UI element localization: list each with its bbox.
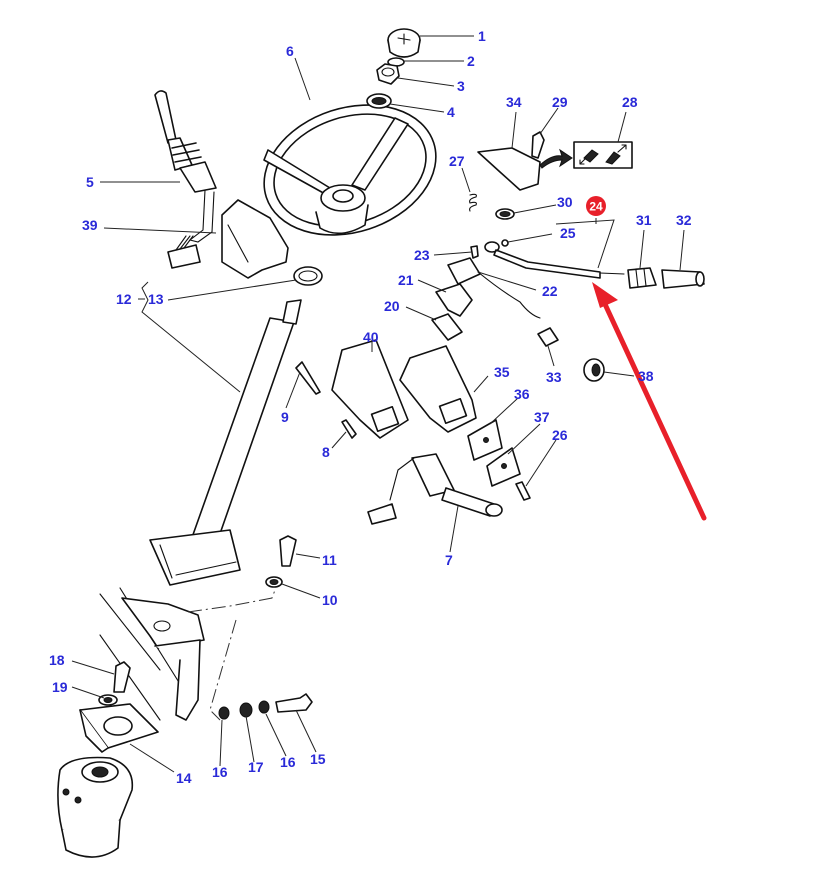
callout-19[interactable]: 19 — [52, 679, 68, 695]
callout-1[interactable]: 1 — [478, 28, 486, 44]
rubber-boot-31[interactable] — [627, 267, 657, 289]
washer-16a[interactable] — [218, 706, 230, 720]
callout-37[interactable]: 37 — [534, 409, 550, 425]
callout-6[interactable]: 6 — [286, 43, 294, 59]
direction-arrow-icon — [539, 148, 573, 169]
callout-15[interactable]: 15 — [310, 751, 326, 767]
washer-19[interactable] — [98, 694, 118, 706]
nut-25[interactable] — [501, 239, 509, 247]
adapter-plate-14[interactable] — [79, 703, 159, 753]
callout-39[interactable]: 39 — [82, 217, 98, 233]
lever-knob-32[interactable] — [661, 269, 705, 289]
mounting-plate-21[interactable] — [435, 283, 473, 317]
callout-32[interactable]: 32 — [676, 212, 692, 228]
washer-30[interactable] — [495, 208, 515, 220]
pin-plate-20[interactable] — [431, 313, 463, 341]
gate-bracket-34[interactable] — [477, 147, 541, 191]
callout-20[interactable]: 20 — [384, 298, 400, 314]
callout-23[interactable]: 23 — [414, 247, 430, 263]
callout-2[interactable]: 2 — [467, 53, 475, 69]
connector-33[interactable] — [537, 327, 559, 347]
screw-26[interactable] — [515, 481, 531, 501]
callout-8[interactable]: 8 — [322, 444, 330, 460]
washer-10[interactable] — [265, 576, 283, 588]
lever-switch-7[interactable] — [367, 453, 503, 525]
callout-9[interactable]: 9 — [281, 409, 289, 425]
callout-35[interactable]: 35 — [494, 364, 510, 380]
washer-17[interactable] — [239, 702, 253, 718]
spring-27[interactable] — [469, 193, 477, 212]
callout-16a[interactable]: 16 — [212, 764, 228, 780]
callout-28[interactable]: 28 — [622, 94, 638, 110]
callout-27[interactable]: 27 — [449, 153, 465, 169]
rivet-pin[interactable] — [295, 361, 321, 395]
callout-24: 24 — [589, 200, 603, 214]
bolt-11[interactable] — [279, 535, 297, 567]
callout-11[interactable]: 11 — [322, 552, 337, 568]
callout-36[interactable]: 36 — [514, 386, 530, 402]
screw-23[interactable] — [470, 245, 479, 259]
callout-7[interactable]: 7 — [445, 552, 453, 568]
washer-16b[interactable] — [258, 700, 270, 714]
callout-12[interactable]: 12 — [116, 291, 132, 307]
steering-valve-unit[interactable] — [57, 756, 134, 858]
callout-30[interactable]: 30 — [557, 194, 573, 210]
callout-38[interactable]: 38 — [638, 368, 654, 384]
bolt-18[interactable] — [113, 661, 131, 693]
horn-button[interactable] — [387, 28, 421, 58]
mounting-frame — [99, 587, 276, 721]
callout-22[interactable]: 22 — [542, 283, 558, 299]
plate-36[interactable] — [467, 419, 503, 461]
switch-bracket-40[interactable] — [331, 339, 409, 439]
plate-37[interactable] — [486, 447, 521, 487]
switch-bracket-35[interactable] — [399, 345, 477, 433]
callout-26[interactable]: 26 — [552, 427, 568, 443]
callout-10[interactable]: 10 — [322, 592, 338, 608]
callout-16b[interactable]: 16 — [280, 754, 296, 770]
bolt-15[interactable] — [275, 693, 313, 713]
nut[interactable] — [376, 63, 400, 85]
tractor-forward-icon — [579, 149, 599, 165]
column-shroud[interactable] — [221, 199, 289, 279]
steering-wheel[interactable] — [247, 84, 453, 256]
pivot-bracket-22[interactable] — [447, 257, 541, 319]
callout-4[interactable]: 4 — [447, 104, 455, 120]
callout-5[interactable]: 5 — [86, 174, 94, 190]
callout-17[interactable]: 17 — [248, 759, 264, 775]
washer-4[interactable] — [366, 93, 392, 109]
bearing-ring[interactable] — [293, 266, 323, 286]
callout-40[interactable]: 40 — [363, 329, 379, 345]
screw-29[interactable] — [531, 131, 545, 159]
steering-column[interactable] — [149, 299, 302, 586]
multifunction-switch[interactable] — [154, 90, 217, 243]
callout-labels: 1 2 3 4 5 6 7 8 9 10 11 12 13 14 15 16 1… — [49, 28, 692, 786]
leader-lines — [71, 35, 685, 773]
gear-lever-24[interactable] — [484, 241, 625, 279]
direction-decal-28[interactable] — [573, 141, 633, 169]
callout-31[interactable]: 31 — [636, 212, 652, 228]
callout-14[interactable]: 14 — [176, 770, 192, 786]
callout-18[interactable]: 18 — [49, 652, 65, 668]
callout-21[interactable]: 21 — [398, 272, 414, 288]
bolt-8[interactable] — [341, 419, 357, 439]
grommet-38[interactable] — [583, 358, 605, 382]
tractor-reverse-icon — [605, 144, 627, 165]
callout-3[interactable]: 3 — [457, 78, 465, 94]
callout-29[interactable]: 29 — [552, 94, 568, 110]
callout-33[interactable]: 33 — [546, 369, 562, 385]
callout-25[interactable]: 25 — [560, 225, 576, 241]
callout-13[interactable]: 13 — [148, 291, 164, 307]
highlight-arrow — [592, 282, 707, 521]
highlighted-callout-24[interactable]: 24 — [586, 196, 606, 216]
callout-34[interactable]: 34 — [506, 94, 522, 110]
connector-plug[interactable] — [167, 235, 201, 269]
